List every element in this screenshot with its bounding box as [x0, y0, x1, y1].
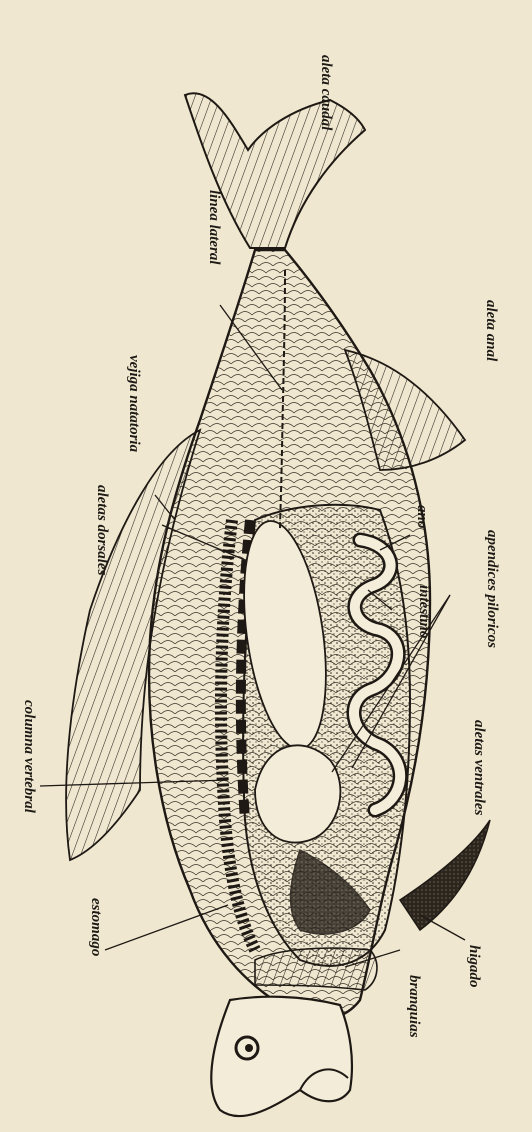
label-ano: ano: [414, 505, 430, 528]
label-estomago: estomago: [88, 898, 104, 956]
fish-pupil: [245, 1044, 253, 1052]
label-branquias: branquias: [406, 975, 422, 1038]
label-aletas-ventrales: aletas ventrales: [471, 720, 487, 816]
label-columna-vertebral: columna vertebral: [21, 700, 37, 814]
label-aletas-dorsales: aletas dorsales: [94, 485, 110, 576]
label-higado: higado: [466, 945, 482, 988]
label-vejiga-natatoria: vejiga natatoria: [126, 355, 142, 453]
label-intestino: intestino: [416, 585, 432, 638]
gills: [255, 948, 377, 990]
label-apendices-piloricos: apendices piloricos: [484, 530, 500, 648]
fish-head: [211, 997, 352, 1116]
label-aleta-anal: aleta anal: [483, 300, 499, 362]
stomach: [255, 745, 340, 842]
label-aleta-caudal: aleta caudal: [318, 55, 334, 131]
label-linea-lateral: linea lateral: [206, 190, 222, 265]
